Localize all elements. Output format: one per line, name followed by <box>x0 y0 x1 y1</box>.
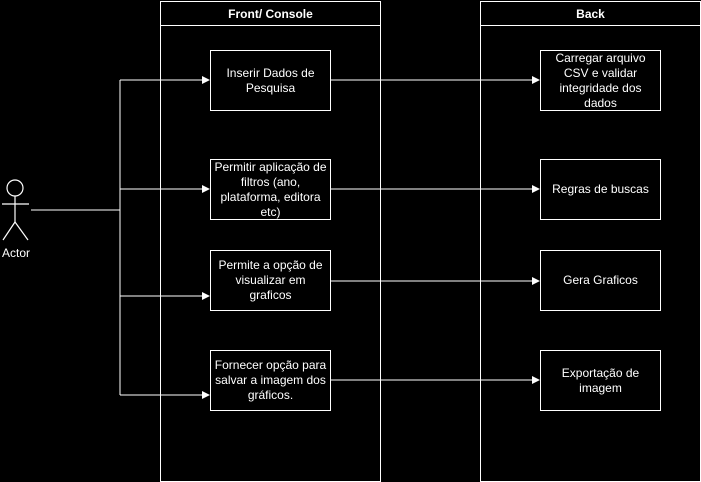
actor-icon <box>2 179 29 241</box>
front-lane-title: Front/ Console <box>161 2 380 26</box>
regras-buscas-box[interactable]: Regras de buscas <box>540 159 661 220</box>
filtros-box[interactable]: Permitir aplicação de filtros (ano, plat… <box>210 159 331 220</box>
gera-graficos-box[interactable]: Gera Graficos <box>540 250 661 311</box>
actor-label: Actor <box>1 246 30 260</box>
carregar-csv-box[interactable]: Carregar arquivo CSV e validar integrida… <box>540 50 661 111</box>
visualizar-graficos-box[interactable]: Permite a opção de visualizar em grafico… <box>210 250 331 311</box>
inserir-dados-box[interactable]: Inserir Dados de Pesquisa <box>210 50 331 111</box>
salvar-imagem-box[interactable]: Fornecer opção para salvar a imagem dos … <box>210 350 331 411</box>
exportacao-imagem-box[interactable]: Exportação de imagem <box>540 350 661 411</box>
back-lane-title: Back <box>481 2 700 26</box>
